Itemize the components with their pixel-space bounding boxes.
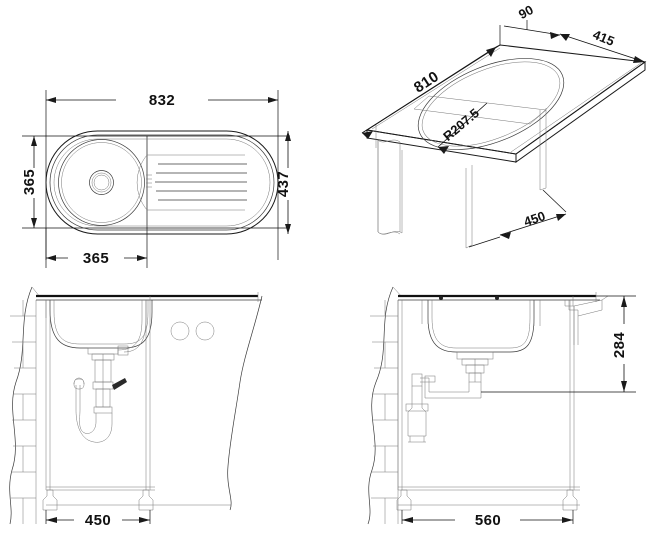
break-line-left-side: [367, 286, 394, 525]
sink-bowl: [58, 139, 145, 226]
sink-top-outline: [45, 130, 279, 235]
tap-holes: [170, 321, 215, 341]
view-top-sink: 832 365 437 365: [21, 90, 292, 268]
waste-outlet-side: [456, 351, 494, 383]
dimension-450-isometric-label: 450: [522, 208, 547, 229]
waste-pipe-horizontal: [411, 373, 482, 399]
cabinet-side-section: [397, 300, 580, 506]
trap-valve-handle: [112, 378, 127, 390]
tap-riser: [564, 295, 609, 345]
dimension-365-vertical: 365: [21, 136, 38, 228]
dimension-365-horizontal-label: 365: [83, 250, 109, 267]
cabinet-front-section: [45, 300, 155, 491]
break-line-right: [46, 295, 263, 511]
drainer-board: [136, 154, 247, 211]
dimension-437-vertical-label: 437: [275, 171, 292, 197]
worktop-cutout-oval: [375, 58, 565, 150]
dimension-284-label: 284: [611, 332, 628, 358]
dimension-284: 284: [481, 295, 636, 393]
dimension-832-label: 832: [149, 92, 175, 109]
dimension-832: 832: [46, 92, 278, 109]
dimension-560-label: 560: [475, 512, 501, 529]
cabinet-body-isometric: [377, 108, 547, 249]
dimension-365-vertical-label: 365: [21, 169, 38, 195]
view-front-section: 450: [9, 286, 263, 529]
p-trap: [73, 377, 113, 443]
dimension-450-front: 450: [45, 510, 151, 529]
view-side-section: 284 560: [367, 286, 636, 529]
dimension-90-label: 90: [516, 2, 536, 22]
drain-hole-icon: [89, 170, 114, 195]
break-line-left: [9, 286, 33, 525]
cabinet-feet-side: [396, 489, 578, 511]
waste-outlet: [87, 347, 119, 414]
dimension-560: 560: [401, 510, 574, 529]
bottle-trap: [405, 386, 429, 443]
brick-wall-icon: [10, 286, 41, 524]
dimension-450-front-label: 450: [85, 512, 111, 529]
dimension-365-horizontal: 365: [46, 250, 147, 267]
dimension-450-isometric: 450: [468, 189, 567, 248]
cabinet-feet: [42, 489, 154, 511]
dimension-437-vertical: 437: [275, 131, 292, 234]
worktop-front-section: [36, 292, 262, 306]
worktop-side-section: [398, 292, 600, 306]
dimension-90: 90: [499, 2, 561, 45]
